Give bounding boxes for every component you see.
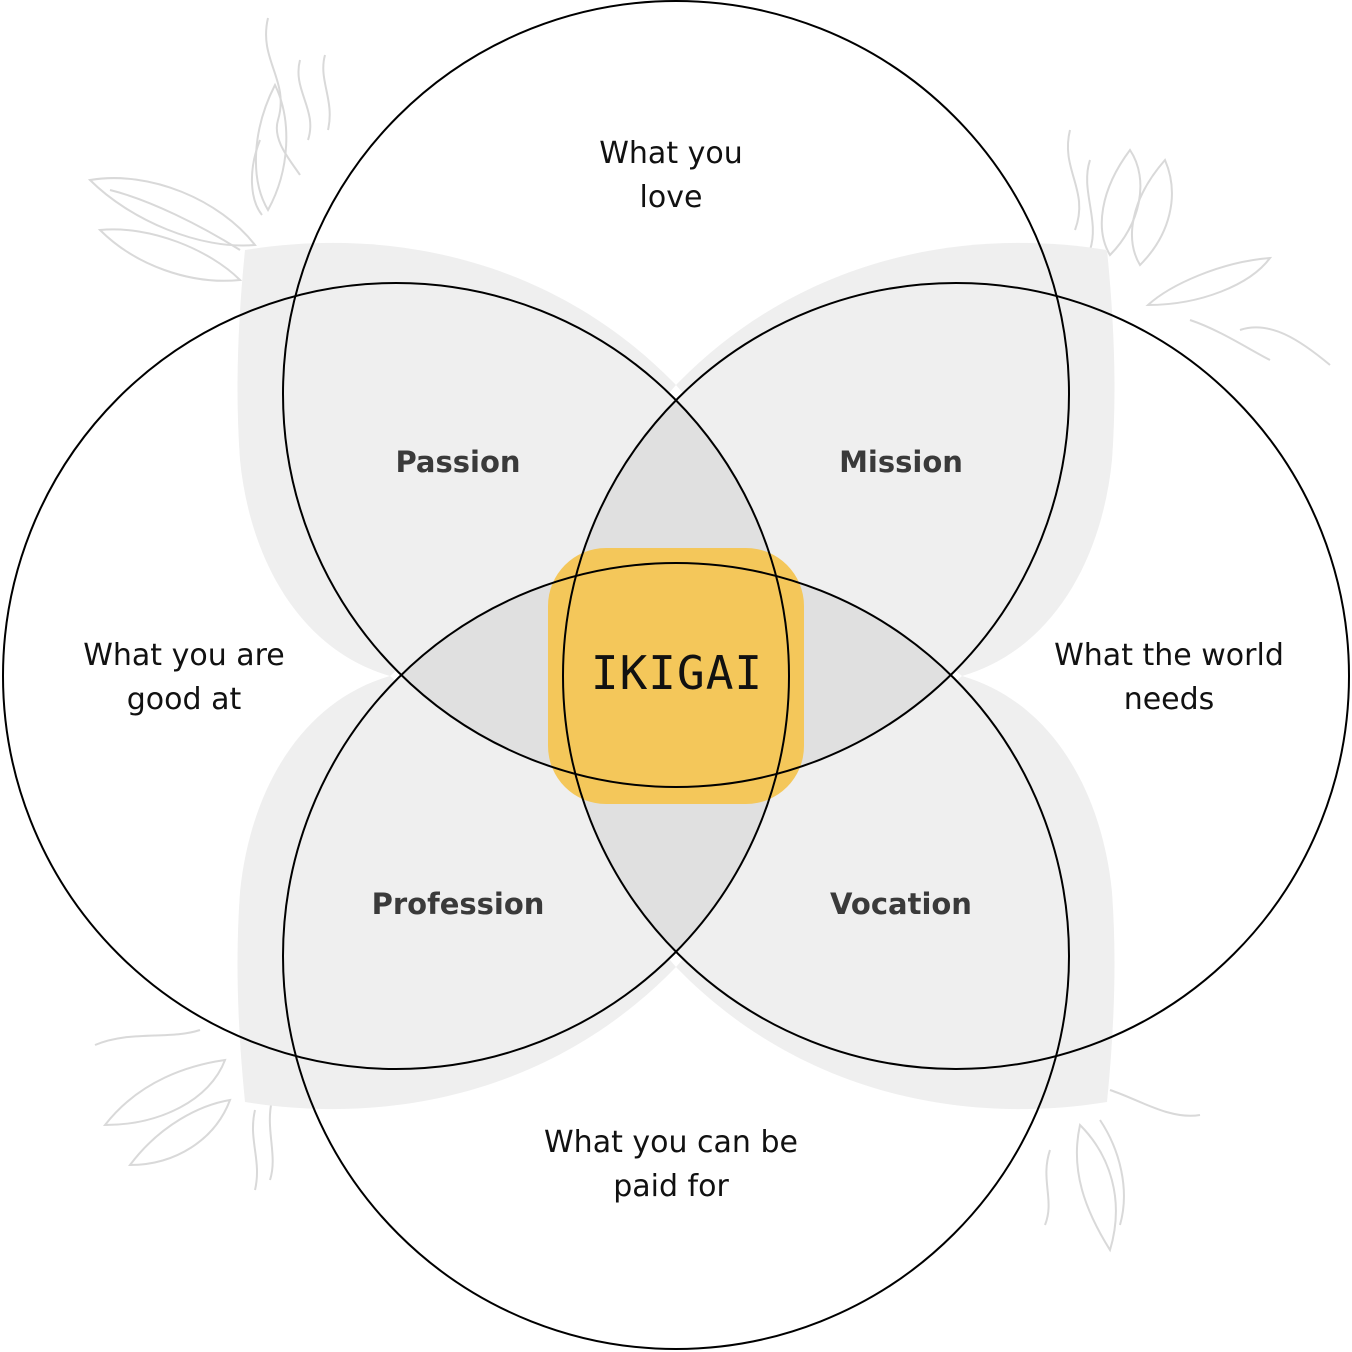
label-good-at-line1: What you are xyxy=(83,638,285,673)
label-world-needs-line2: needs xyxy=(1123,682,1215,717)
circle-good-at xyxy=(2,282,790,1070)
leaf-decoration-bottom-left xyxy=(94,1029,274,1191)
label-paid-for-line2: paid for xyxy=(613,1169,729,1204)
leaf-decoration-top-left xyxy=(87,17,331,282)
circle-paid-for xyxy=(282,562,1070,1350)
circle-love xyxy=(282,0,1070,788)
label-mission: Mission xyxy=(839,445,963,479)
label-passion: Passion xyxy=(395,445,521,479)
label-vocation: Vocation xyxy=(830,887,972,921)
label-good-at: What you are good at xyxy=(83,634,285,722)
label-paid-for-line1: What you can be xyxy=(544,1125,798,1160)
leaf-decoration-top-right xyxy=(1067,129,1331,366)
label-what-you-love-line1: What you xyxy=(599,136,743,171)
ikigai-center-highlight xyxy=(548,548,804,804)
label-what-you-love: What you love xyxy=(599,132,742,220)
label-good-at-line2: good at xyxy=(126,682,242,717)
label-what-you-love-line2: love xyxy=(639,180,703,215)
label-paid-for: What you can be paid for xyxy=(544,1121,798,1209)
label-world-needs-line1: What the world xyxy=(1054,638,1284,673)
circle-world-needs xyxy=(562,282,1350,1070)
label-world-needs: What the world needs xyxy=(1054,634,1284,722)
label-profession: Profession xyxy=(371,887,545,921)
label-ikigai: IKIGAI xyxy=(590,646,764,700)
